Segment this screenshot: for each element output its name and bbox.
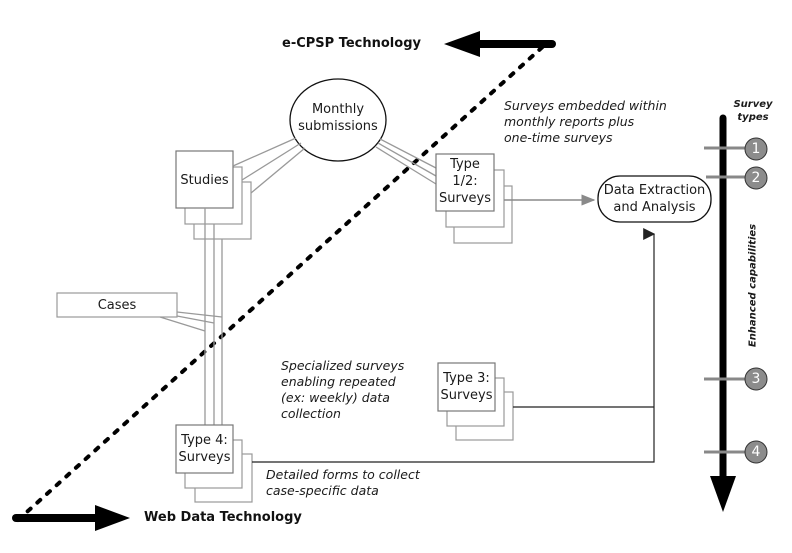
- marker-number-4: 4: [751, 444, 761, 460]
- type3-note-line: (ex: weekly) data: [281, 390, 390, 405]
- marker-number-1: 1: [751, 141, 761, 157]
- enhanced-capabilities-label: Enhanced capabilities: [747, 223, 759, 348]
- type4-line-1: Type 4:: [181, 433, 228, 448]
- type12-line-1: Type: [450, 157, 480, 172]
- type12-note-line: one-time surveys: [504, 130, 613, 145]
- type12-note: Surveys embedded within monthly reports …: [504, 98, 667, 146]
- web-data-arrow: [12, 505, 130, 531]
- monthly-submissions-label: Monthly submissions: [290, 101, 386, 135]
- marker-number-2: 2: [751, 170, 761, 186]
- cases-node: [56, 292, 178, 318]
- type3-surveys-node: [437, 362, 514, 441]
- type12-surveys-node: [435, 153, 513, 244]
- monthly-line-1: Monthly: [311, 102, 365, 117]
- cases-connectors: [159, 311, 223, 332]
- type3-line-2: Surveys: [440, 388, 493, 403]
- type12-note-line: Surveys embedded within: [504, 98, 667, 113]
- type4-line-2: Surveys: [178, 450, 231, 465]
- survey-types-line-1: Survey: [733, 99, 773, 110]
- type12-line-3: Surveys: [439, 191, 491, 206]
- type4-note-line: Detailed forms to collect: [266, 467, 420, 482]
- survey-type-marker-2: [706, 166, 768, 190]
- web-data-technology-title: Web Data Technology: [144, 510, 302, 525]
- type4-surveys-node: [175, 424, 253, 503]
- studies-to-monthly-connectors: [232, 137, 306, 194]
- type4-to-extraction-connector: [252, 228, 656, 463]
- monthly-submissions-node: [289, 78, 387, 162]
- type12-line-2: 1/2:: [452, 174, 478, 189]
- data-extraction-line-1: Data Extraction: [603, 183, 706, 198]
- survey-types-header: Survey types: [728, 98, 778, 124]
- e-cpsp-technology-title: e-CPSP Technology: [282, 36, 421, 51]
- type3-note-line: enabling repeated: [281, 374, 396, 389]
- cases-label: Cases: [97, 298, 137, 313]
- technology-boundary-dotted-line: [16, 40, 550, 522]
- e-cpsp-arrow: [444, 31, 556, 57]
- type4-note-line: case-specific data: [266, 483, 379, 498]
- type3-line-1: Type 3:: [443, 371, 490, 386]
- data-extraction-label: Data Extraction and Analysis: [598, 182, 711, 216]
- survey-type-marker-3: [704, 367, 768, 391]
- type12-note-line: monthly reports plus: [504, 114, 635, 129]
- type3-note-line: Specialized surveys: [281, 358, 405, 373]
- type4-note: Detailed forms to collect case-specific …: [266, 467, 420, 499]
- data-extraction-line-2: and Analysis: [613, 200, 696, 215]
- survey-types-line-2: types: [737, 112, 769, 123]
- type3-note-line: collection: [281, 406, 341, 421]
- survey-type-marker-1: [704, 137, 768, 161]
- survey-type-marker-4: [704, 440, 768, 464]
- type3-note: Specialized surveys enabling repeated (e…: [281, 358, 404, 422]
- monthly-line-2: submissions: [298, 119, 378, 134]
- studies-label: Studies: [180, 173, 229, 188]
- marker-number-3: 3: [751, 371, 761, 387]
- type12-label: Type 1/2: Surveys: [436, 156, 494, 207]
- studies-to-type4-connectors: [204, 208, 223, 428]
- studies-node: [175, 150, 252, 240]
- type4-label: Type 4: Surveys: [176, 432, 233, 466]
- type12-to-monthly-connectors: [375, 138, 437, 185]
- type3-label: Type 3: Surveys: [438, 370, 495, 404]
- data-extraction-node: [597, 175, 712, 223]
